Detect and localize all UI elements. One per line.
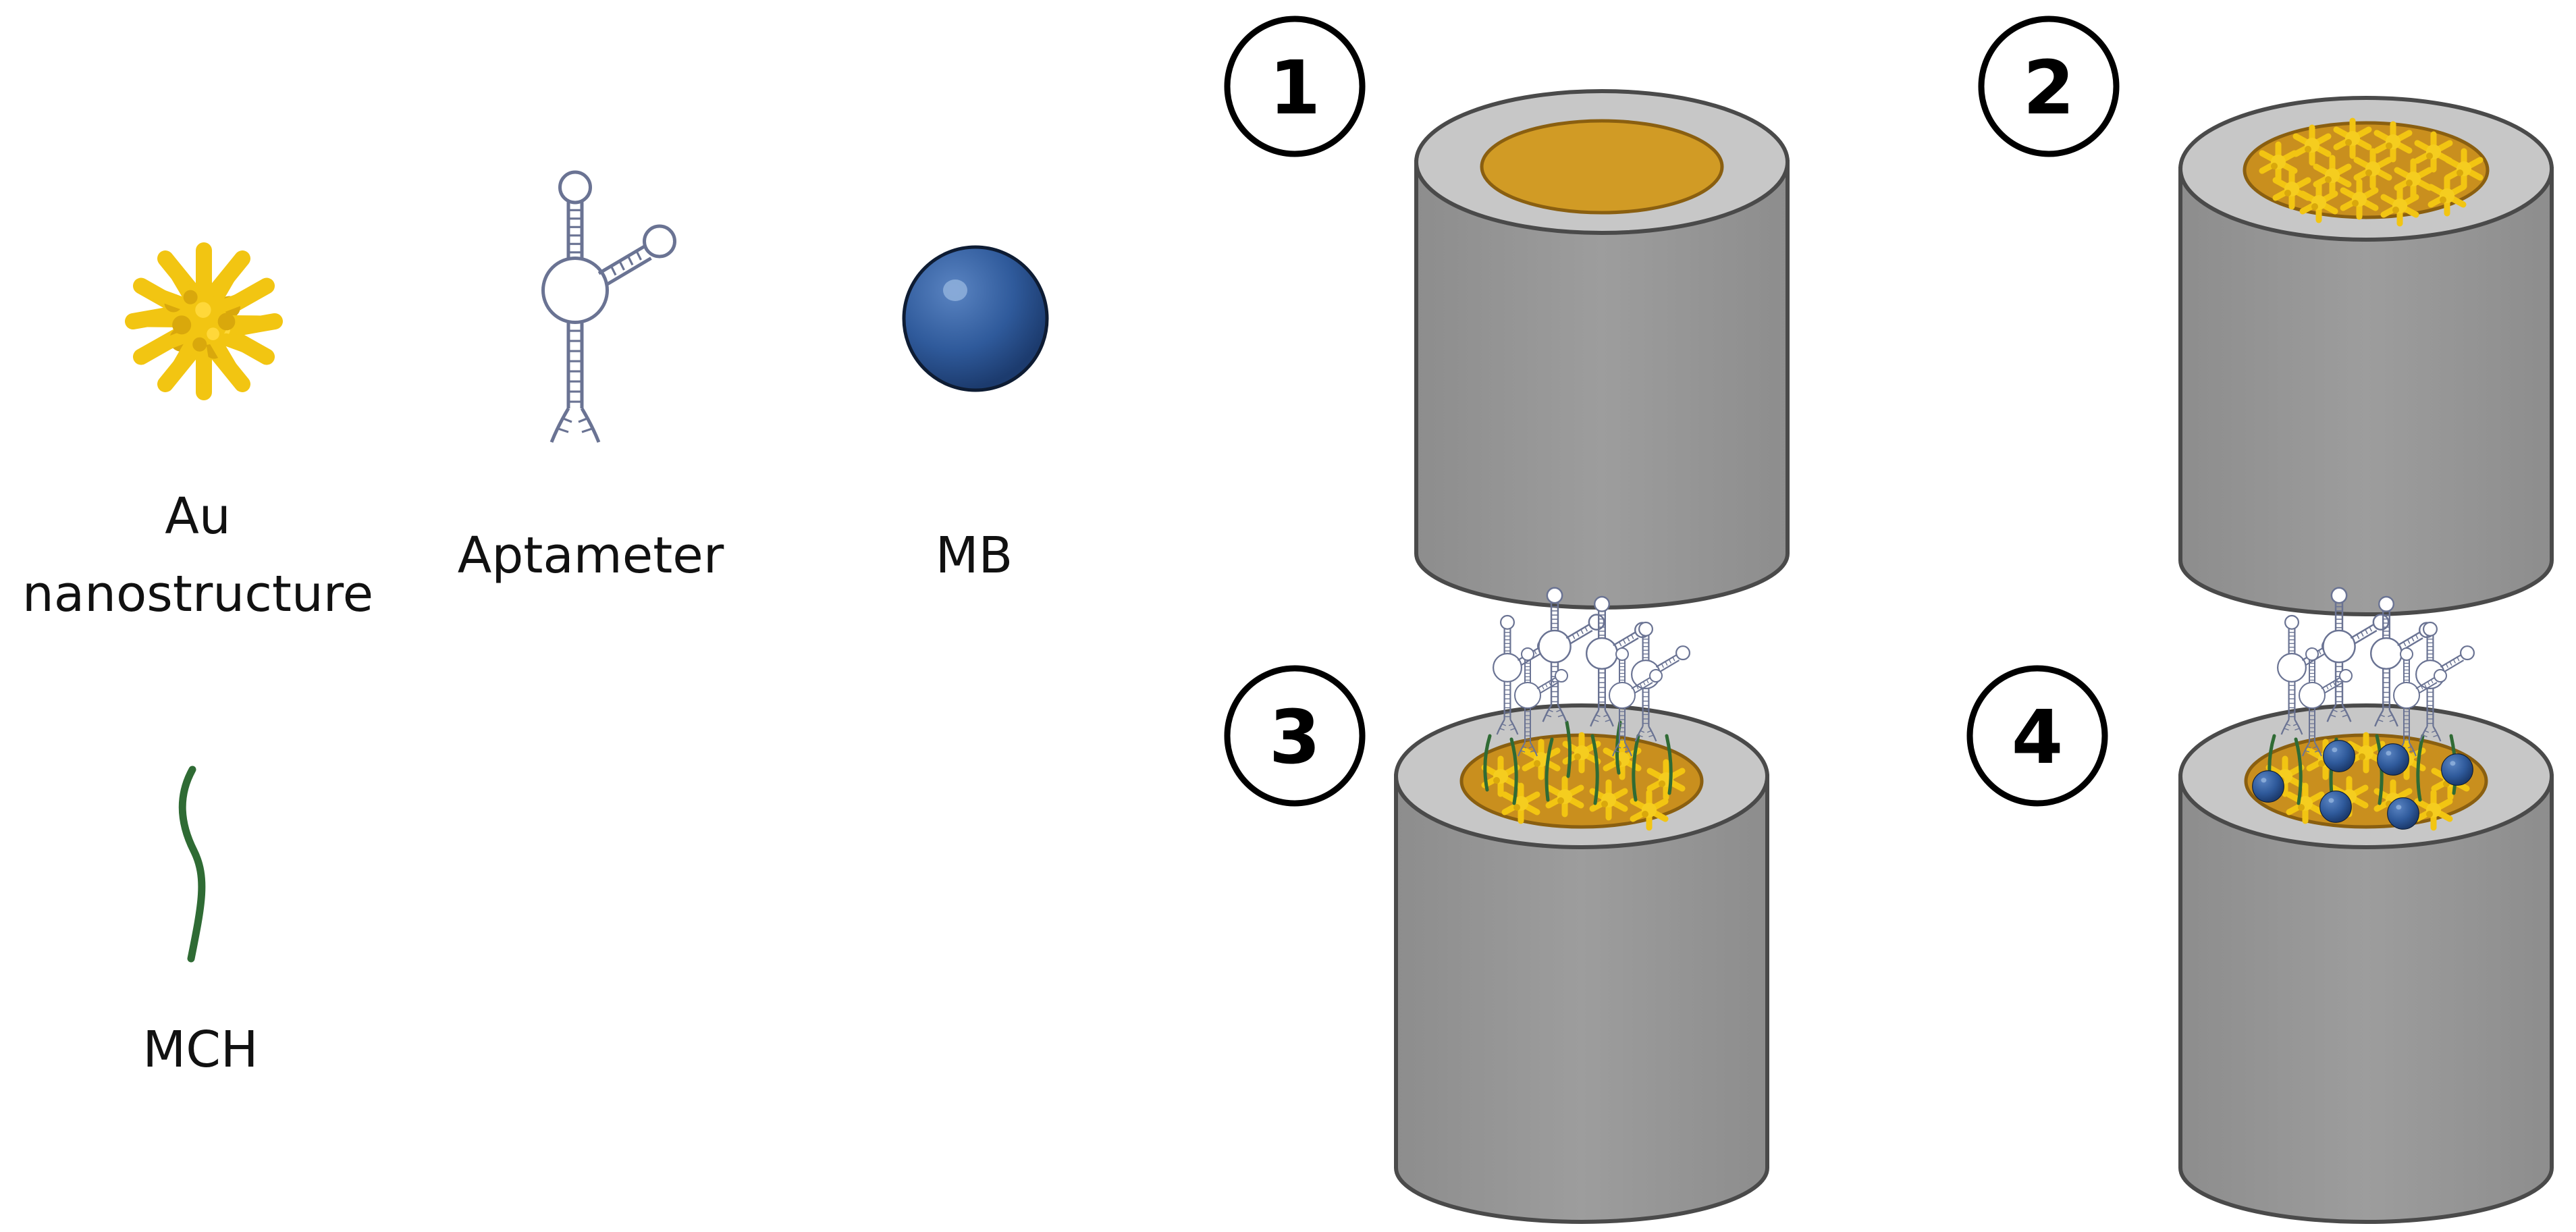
step-3-badge: 3 — [1227, 668, 1362, 803]
step-4-badge: 4 — [1970, 668, 2105, 803]
gold-nanostructure-icon — [128, 246, 279, 397]
mch-chain-icon — [182, 770, 202, 959]
step-4: 4 — [1970, 587, 2552, 1222]
electrode-aptamer-mch — [1396, 587, 1767, 1222]
au-label-line2: nanostructure — [22, 565, 373, 623]
aptamer-icon — [543, 172, 675, 442]
step-3: 3 — [1227, 587, 1767, 1222]
step-2-number: 2 — [2023, 45, 2075, 131]
aptamer-label: Aptameter — [458, 527, 724, 585]
legend: Au nanostructure Aptameter MB MCH — [22, 172, 1047, 1079]
electrode-gold-nanostructures — [2180, 98, 2552, 614]
mch-label: MCH — [142, 1021, 258, 1079]
step-2-badge: 2 — [1981, 19, 2116, 154]
step-2: 2 — [1981, 19, 2552, 614]
au-label-line1: Au — [165, 487, 231, 545]
step-1-number: 1 — [1269, 45, 1321, 131]
step-1: 1 — [1227, 19, 1788, 608]
step-4-number: 4 — [2012, 694, 2064, 780]
step-1-badge: 1 — [1227, 19, 1362, 154]
step-3-number: 3 — [1269, 694, 1321, 780]
mb-label: MB — [936, 527, 1013, 585]
electrode-aptamer-mch-mb — [2180, 587, 2552, 1222]
methylene-blue-sphere-icon — [904, 247, 1047, 390]
electrode-bare — [1416, 91, 1788, 608]
